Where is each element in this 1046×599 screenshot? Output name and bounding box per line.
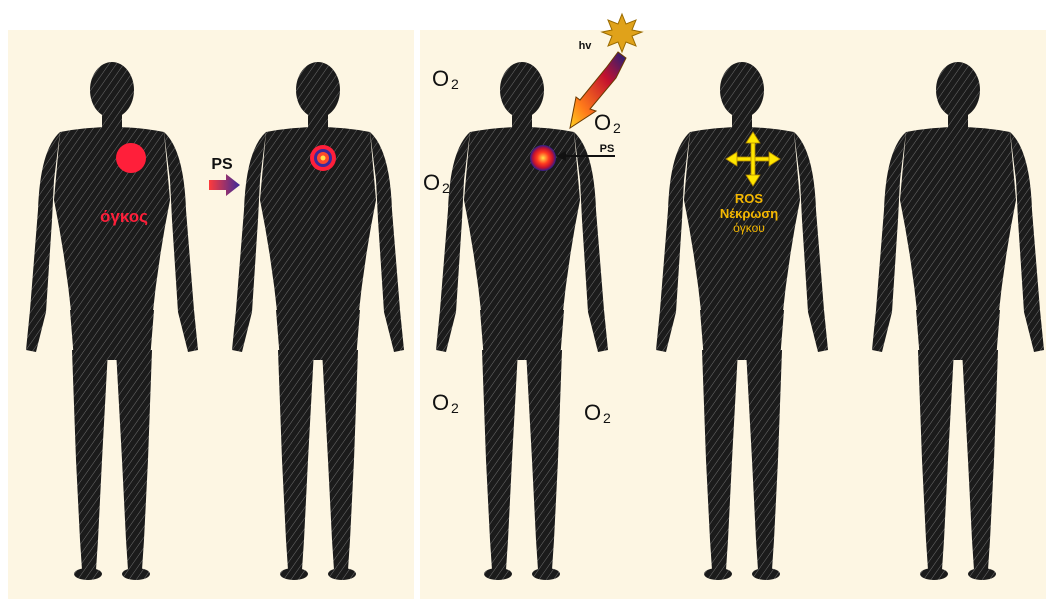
ros-label: ROS — [735, 191, 764, 206]
ps-label-right: PS — [600, 143, 615, 155]
o2-label-5: O 2 — [584, 400, 611, 426]
svg-text:2: 2 — [451, 76, 459, 92]
svg-text:O: O — [594, 110, 611, 135]
figure-4 — [656, 62, 828, 580]
ps-arrow — [209, 174, 240, 196]
figure-3 — [436, 62, 608, 580]
figure-1 — [26, 62, 198, 580]
svg-text:2: 2 — [613, 120, 621, 136]
tumor-label: όγκος — [100, 207, 148, 226]
o2-label-3: O 2 — [423, 170, 450, 196]
svg-text:2: 2 — [442, 180, 450, 196]
sun-icon — [602, 14, 642, 52]
necrosis-label: Νέκρωση — [720, 206, 778, 221]
figure-5 — [872, 62, 1044, 580]
ps-target-2 — [530, 145, 556, 171]
figure-2 — [232, 62, 404, 580]
svg-text:2: 2 — [603, 410, 611, 426]
svg-text:O: O — [432, 390, 449, 415]
svg-text:2: 2 — [451, 400, 459, 416]
ps-target-1 — [310, 145, 336, 171]
o2-label-4: O 2 — [432, 390, 459, 416]
tumor-genitive-label: όγκου — [733, 221, 765, 235]
o2-label-1: O 2 — [432, 66, 459, 92]
svg-text:O: O — [584, 400, 601, 425]
ps-label-left: PS — [211, 156, 233, 173]
o2-label-2: O 2 — [594, 110, 621, 136]
svg-text:O: O — [432, 66, 449, 91]
hv-label: hv — [579, 40, 593, 52]
svg-text:O: O — [423, 170, 440, 195]
figures — [26, 62, 1044, 580]
tumor-dot — [116, 143, 146, 173]
